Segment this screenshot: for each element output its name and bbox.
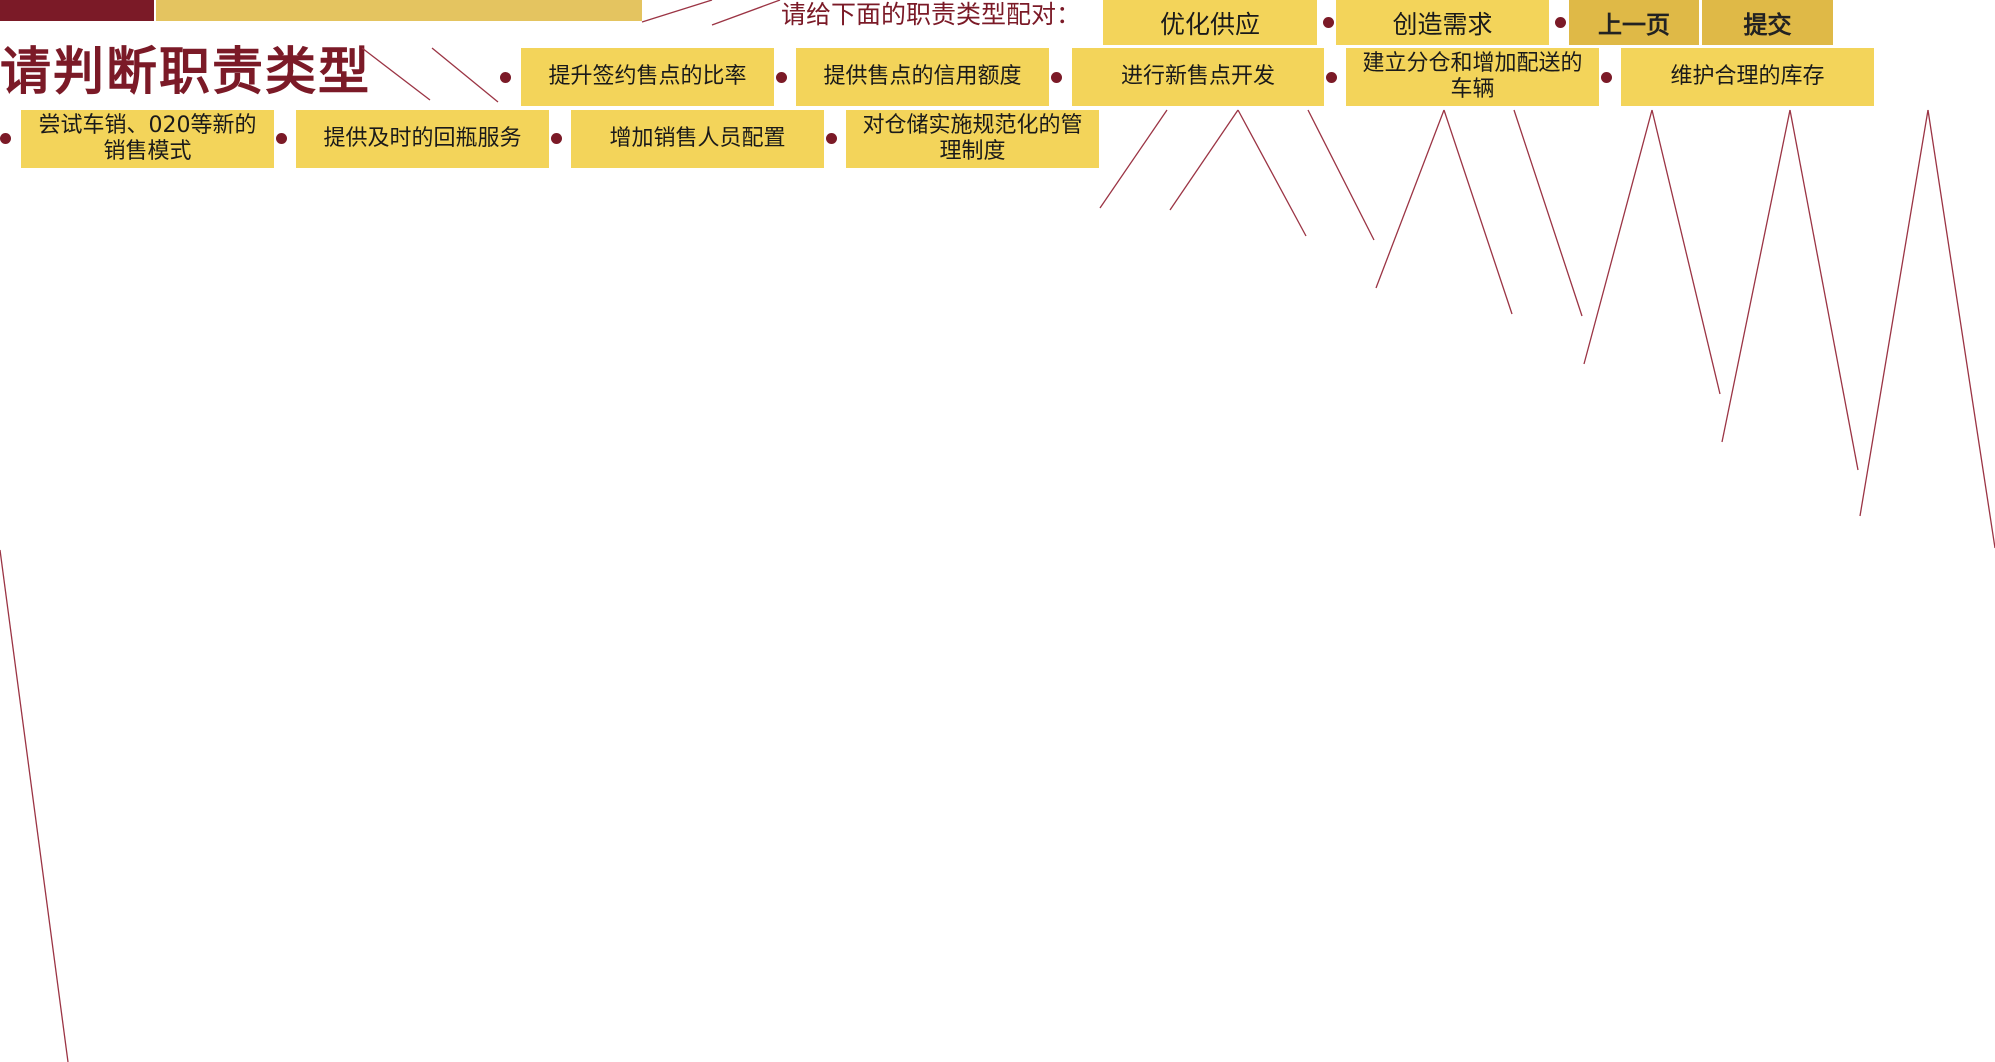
deco-line bbox=[1789, 109, 1859, 471]
connector-dot[interactable] bbox=[1555, 17, 1566, 28]
duty-item[interactable]: 提升签约售点的比率 bbox=[521, 48, 774, 106]
duty-item[interactable]: 提供及时的回瓶服务 bbox=[296, 110, 549, 168]
category-create-demand[interactable]: 创造需求 bbox=[1336, 0, 1549, 45]
connector-dot[interactable] bbox=[276, 133, 287, 144]
deco-line bbox=[1099, 109, 1168, 209]
deco-line bbox=[1583, 109, 1653, 365]
page-title: 请判断职责类型 bbox=[0, 43, 372, 102]
deco-line bbox=[1513, 109, 1583, 317]
submit-button[interactable]: 提交 bbox=[1702, 0, 1833, 45]
deco-line bbox=[1375, 109, 1445, 289]
deco-line bbox=[361, 47, 431, 101]
connector-dot[interactable] bbox=[1326, 72, 1337, 83]
duty-item[interactable]: 进行新售点开发 bbox=[1072, 48, 1324, 106]
top-accent-bar-gold bbox=[156, 0, 642, 21]
deco-line bbox=[1721, 109, 1791, 443]
duty-item[interactable]: 对仓储实施规范化的管理制度 bbox=[846, 110, 1099, 168]
duty-item[interactable]: 建立分仓和增加配送的车辆 bbox=[1346, 48, 1599, 106]
top-accent-bar-dark bbox=[0, 0, 154, 21]
connector-dot[interactable] bbox=[551, 133, 562, 144]
matching-prompt: 请给下面的职责类型配对： bbox=[781, 0, 1082, 29]
duty-item[interactable]: 增加销售人员配置 bbox=[571, 110, 824, 168]
deco-line bbox=[0, 549, 69, 1062]
connector-dot[interactable] bbox=[776, 72, 787, 83]
deco-line bbox=[1651, 109, 1721, 395]
connector-dot[interactable] bbox=[0, 133, 11, 144]
connector-dot[interactable] bbox=[826, 133, 837, 144]
deco-line bbox=[641, 0, 713, 23]
connector-dot[interactable] bbox=[500, 72, 511, 83]
category-optimize-supply[interactable]: 优化供应 bbox=[1103, 0, 1317, 45]
deco-line bbox=[1859, 109, 1929, 517]
deco-line bbox=[1443, 109, 1513, 315]
deco-line bbox=[1169, 109, 1239, 211]
deco-line bbox=[1307, 109, 1375, 241]
connector-dot[interactable] bbox=[1323, 17, 1334, 28]
duty-item[interactable]: 尝试车销、020等新的销售模式 bbox=[21, 110, 274, 168]
connector-dot[interactable] bbox=[1601, 72, 1612, 83]
deco-line bbox=[711, 0, 781, 26]
deco-line bbox=[1237, 109, 1307, 237]
deco-line bbox=[1927, 109, 1995, 549]
prev-page-button[interactable]: 上一页 bbox=[1569, 0, 1699, 45]
deco-line bbox=[431, 47, 499, 103]
connector-dot[interactable] bbox=[1051, 72, 1062, 83]
duty-item[interactable]: 提供售点的信用额度 bbox=[796, 48, 1049, 106]
duty-item[interactable]: 维护合理的库存 bbox=[1621, 48, 1874, 106]
